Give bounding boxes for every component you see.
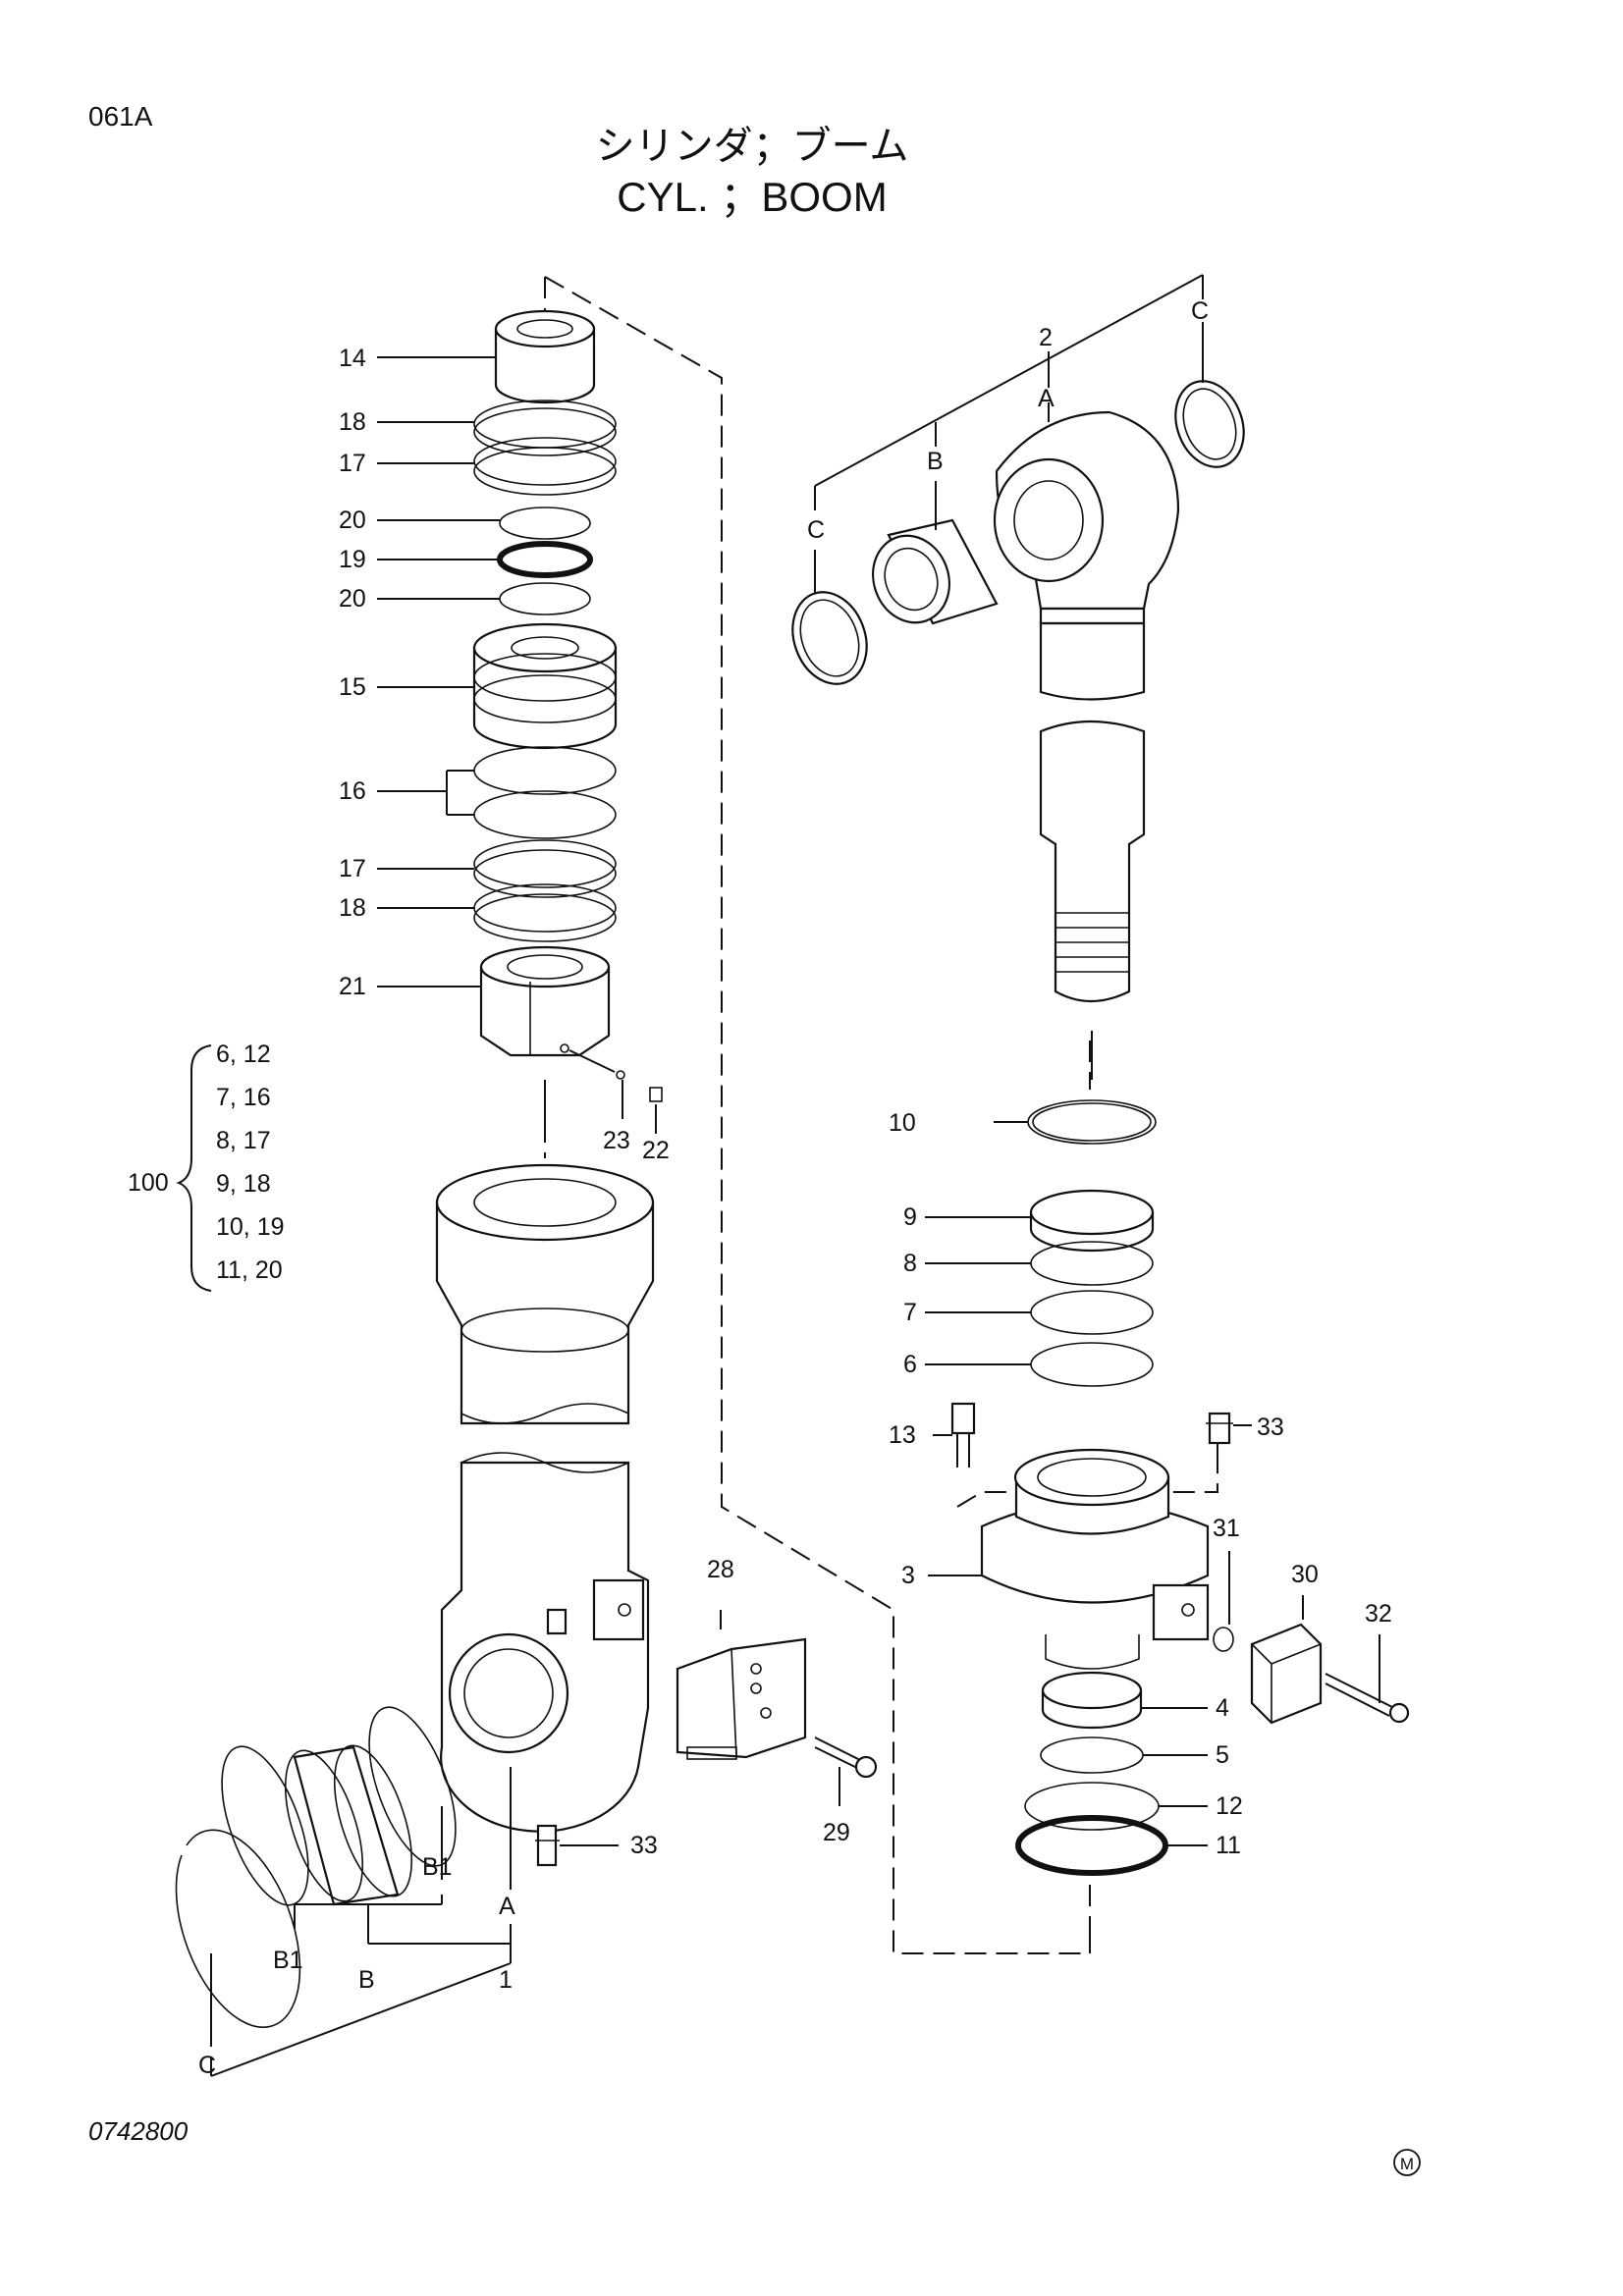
drawing-number: 0742800 xyxy=(88,2116,189,2146)
label-a-right: A xyxy=(1038,385,1055,412)
part-29-bolt xyxy=(814,1736,878,1779)
part-c-snap-ring-left xyxy=(175,1829,301,2029)
label-2: 2 xyxy=(1039,324,1053,351)
rod-eye-head xyxy=(993,410,1180,625)
part-b-bushing-left xyxy=(284,1744,413,1906)
label-c-right-top: C xyxy=(1191,297,1209,325)
part-10-ring xyxy=(1027,1099,1157,1145)
label-b1-right: B1 xyxy=(422,1853,453,1881)
kit-item-6: 11, 20 xyxy=(216,1256,283,1284)
label-18b: 18 xyxy=(339,894,366,922)
label-b-right: B xyxy=(927,448,944,475)
part-16-rings xyxy=(473,746,617,839)
label-33b: 33 xyxy=(1257,1414,1284,1441)
label-5: 5 xyxy=(1216,1741,1229,1769)
leader-lines-right xyxy=(814,274,1380,1846)
label-31: 31 xyxy=(1213,1515,1240,1542)
ref-code: 061A xyxy=(88,101,153,132)
part-33-fitting-left xyxy=(535,1824,560,1867)
part-13-bolt xyxy=(950,1402,976,1468)
label-19: 19 xyxy=(339,546,366,573)
label-16: 16 xyxy=(339,777,366,805)
kit-item-4: 9, 18 xyxy=(216,1170,271,1198)
label-c-right-left: C xyxy=(807,516,825,544)
label-28: 28 xyxy=(707,1556,734,1583)
part-c-ring-right-left xyxy=(791,591,868,685)
label-7: 7 xyxy=(903,1299,917,1326)
label-20b: 20 xyxy=(339,585,366,613)
part-28-valve-block xyxy=(676,1637,807,1760)
kit-100-bracket xyxy=(176,1044,212,1292)
corner-mark: M xyxy=(1400,2155,1414,2173)
label-6: 6 xyxy=(903,1351,917,1378)
corner-mark-circle xyxy=(1393,2149,1421,2176)
label-20a: 20 xyxy=(339,507,366,534)
label-12: 12 xyxy=(1216,1792,1243,1820)
part-17-18-bottom-rings xyxy=(473,839,617,942)
part-21-nut xyxy=(479,945,611,1057)
label-17b: 17 xyxy=(339,855,366,882)
part-b-bushing-right xyxy=(872,518,999,625)
part-33-fitting-right xyxy=(1206,1412,1233,1445)
label-17a: 17 xyxy=(339,450,366,477)
kit-item-5: 10, 19 xyxy=(216,1213,285,1241)
title-english: CYL. ；BOOM xyxy=(617,174,887,220)
label-15: 15 xyxy=(339,673,366,701)
label-30: 30 xyxy=(1291,1561,1319,1588)
part-9-ring xyxy=(1029,1189,1155,1253)
part-15-piston xyxy=(472,622,618,750)
kit-item-2: 7, 16 xyxy=(216,1084,271,1111)
part-8-7-6-rings xyxy=(1030,1241,1154,1387)
rod-thread xyxy=(1055,912,1129,973)
part-32-bolt xyxy=(1325,1673,1410,1724)
title-japanese: シリンダ；ブーム xyxy=(596,124,909,169)
cylinder-tube-lower xyxy=(440,1452,650,1833)
label-c-left: C xyxy=(198,2052,216,2079)
piston-rod xyxy=(1039,621,1146,1003)
kit-item-1: 6, 12 xyxy=(216,1041,271,1068)
label-1: 1 xyxy=(499,1966,513,1994)
label-18a: 18 xyxy=(339,408,366,436)
cylinder-tube-upper xyxy=(435,1163,655,1425)
label-22: 22 xyxy=(642,1137,670,1164)
part-3-cylinder-head xyxy=(980,1448,1210,1670)
kit-number: 100 xyxy=(128,1169,169,1197)
part-14-bushing xyxy=(494,309,596,404)
label-9: 9 xyxy=(903,1203,917,1231)
label-13: 13 xyxy=(889,1421,916,1449)
label-14: 14 xyxy=(339,345,366,372)
part-20-19-20-rings xyxy=(497,507,593,615)
label-10: 10 xyxy=(889,1109,916,1137)
label-23: 23 xyxy=(603,1127,630,1154)
label-33a: 33 xyxy=(630,1832,658,1859)
kit-item-3: 8, 17 xyxy=(216,1127,271,1154)
label-11: 11 xyxy=(1216,1832,1241,1859)
label-a-left: A xyxy=(499,1893,515,1920)
part-18-17-top-rings xyxy=(473,400,617,496)
label-b1-left: B1 xyxy=(273,1947,303,1974)
label-4: 4 xyxy=(1216,1694,1229,1722)
label-29: 29 xyxy=(823,1819,850,1846)
label-3: 3 xyxy=(901,1562,915,1589)
label-b-left: B xyxy=(358,1966,375,1994)
part-23-22-small-parts xyxy=(568,1049,663,1102)
label-8: 8 xyxy=(903,1250,917,1277)
label-32: 32 xyxy=(1365,1600,1392,1628)
part-31-oring xyxy=(1213,1627,1234,1652)
part-30-valve-block xyxy=(1250,1623,1323,1725)
label-21: 21 xyxy=(339,973,366,1000)
leader-lines-left xyxy=(210,356,840,2077)
part-4-5-12-11-rings xyxy=(1015,1671,1168,1876)
part-c-ring-right-top xyxy=(1174,380,1245,468)
